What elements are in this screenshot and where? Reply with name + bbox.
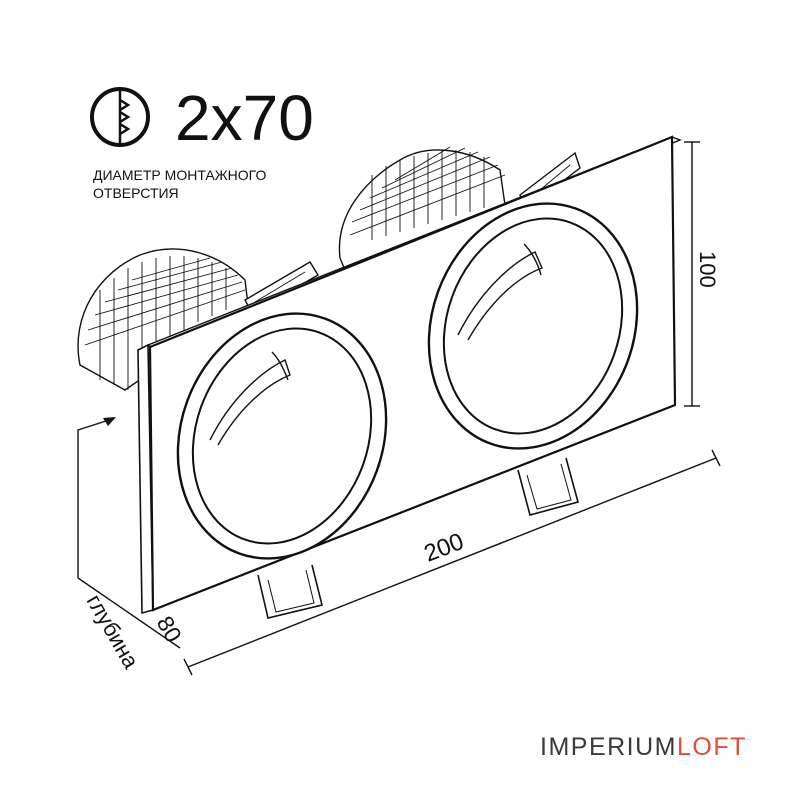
cutout-caption-line1: ДИАМЕТР МОНТАЖНОГО xyxy=(93,167,266,183)
depth-dimension-line xyxy=(77,420,181,649)
cutout-diameter-icon xyxy=(90,87,150,147)
height-dimension-line xyxy=(684,141,700,407)
depth-arrow-icon xyxy=(103,417,116,426)
left-lamp-opening xyxy=(176,312,388,560)
brand-logo-part2: LOFT xyxy=(677,733,747,761)
brand-logo: IMPERIUMLOFT xyxy=(540,733,747,762)
spring-clips xyxy=(257,457,579,619)
quantity-label: 2x70 xyxy=(175,82,314,154)
width-dimension-label: 200 xyxy=(420,528,467,568)
height-dimension-label: 100 xyxy=(695,251,720,288)
front-led-module xyxy=(77,248,319,391)
brand-logo-part1: IMPERIUM xyxy=(540,733,677,761)
rear-led-module xyxy=(338,146,581,271)
width-dimension-line xyxy=(183,449,721,676)
depth-dimension-label: 80 xyxy=(152,612,187,647)
right-lamp-opening xyxy=(427,202,639,450)
cutout-caption-line2: ОТВЕРСТИЯ xyxy=(93,185,179,201)
